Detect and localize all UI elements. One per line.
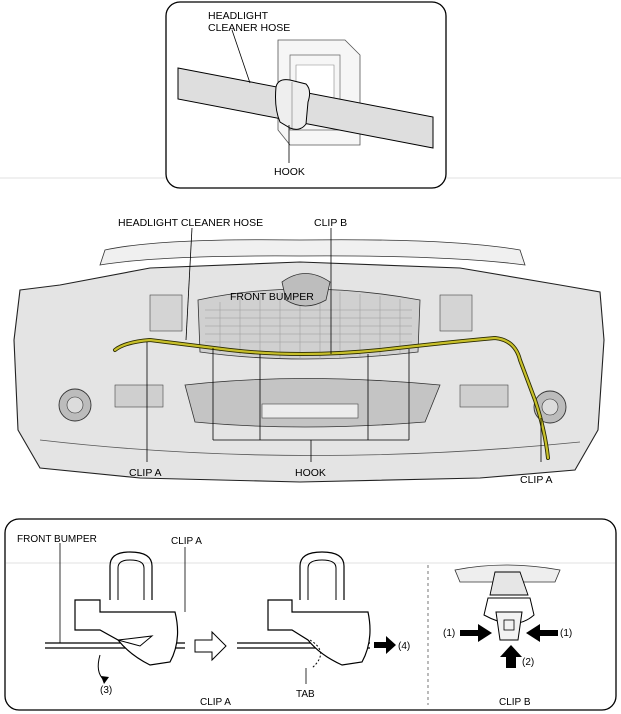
next-step-arrow bbox=[194, 630, 227, 662]
main-bumper-label: FRONT BUMPER bbox=[230, 291, 314, 303]
main-clip-a-right-label: CLIP A bbox=[520, 474, 553, 486]
grille bbox=[197, 288, 421, 360]
main-panel: HEADLIGHT CLEANER HOSE CLIP B FRONT BUMP… bbox=[13, 217, 605, 486]
step-1-right-label: (1) bbox=[560, 628, 572, 639]
step-4-label: (4) bbox=[398, 641, 410, 652]
upper-bar bbox=[99, 239, 526, 266]
hook bbox=[275, 79, 311, 130]
emblem-mount bbox=[281, 273, 331, 307]
bottom-clip-a-label: CLIP A bbox=[171, 536, 202, 547]
tab-label: TAB bbox=[296, 689, 315, 700]
headlight-cleaner-hose-route bbox=[113, 336, 550, 460]
step-1-left-label: (1) bbox=[443, 628, 455, 639]
clip-a-removal bbox=[237, 551, 396, 684]
main-hook-label: HOOK bbox=[295, 467, 326, 479]
bottom-bumper-label: FRONT BUMPER bbox=[17, 534, 97, 545]
top-hook-label: HOOK bbox=[274, 166, 305, 178]
step-2-label: (2) bbox=[522, 657, 534, 668]
hook-leaders bbox=[146, 227, 542, 462]
main-hose-label: HEADLIGHT CLEANER HOSE bbox=[118, 217, 263, 229]
top-hose-label-line2: CLEANER HOSE bbox=[208, 22, 290, 34]
top-hose-label-line1: HEADLIGHT bbox=[208, 10, 269, 22]
step-3-label: (3) bbox=[100, 685, 112, 696]
main-clip-b-label: CLIP B bbox=[314, 217, 347, 229]
bottom-panel: FRONT BUMPER CLIP A (3) (4) TAB CLIP A (… bbox=[4, 518, 617, 711]
clip-b-caption: CLIP B bbox=[499, 697, 531, 708]
main-clip-a-left-label: CLIP A bbox=[129, 467, 162, 479]
clip-a-installed bbox=[45, 543, 186, 684]
top-panel: HEADLIGHT CLEANER HOSE HOOK bbox=[165, 1, 447, 189]
lower-grille bbox=[184, 378, 441, 428]
clip-a-caption: CLIP A bbox=[200, 697, 231, 708]
clip-b bbox=[454, 564, 561, 668]
